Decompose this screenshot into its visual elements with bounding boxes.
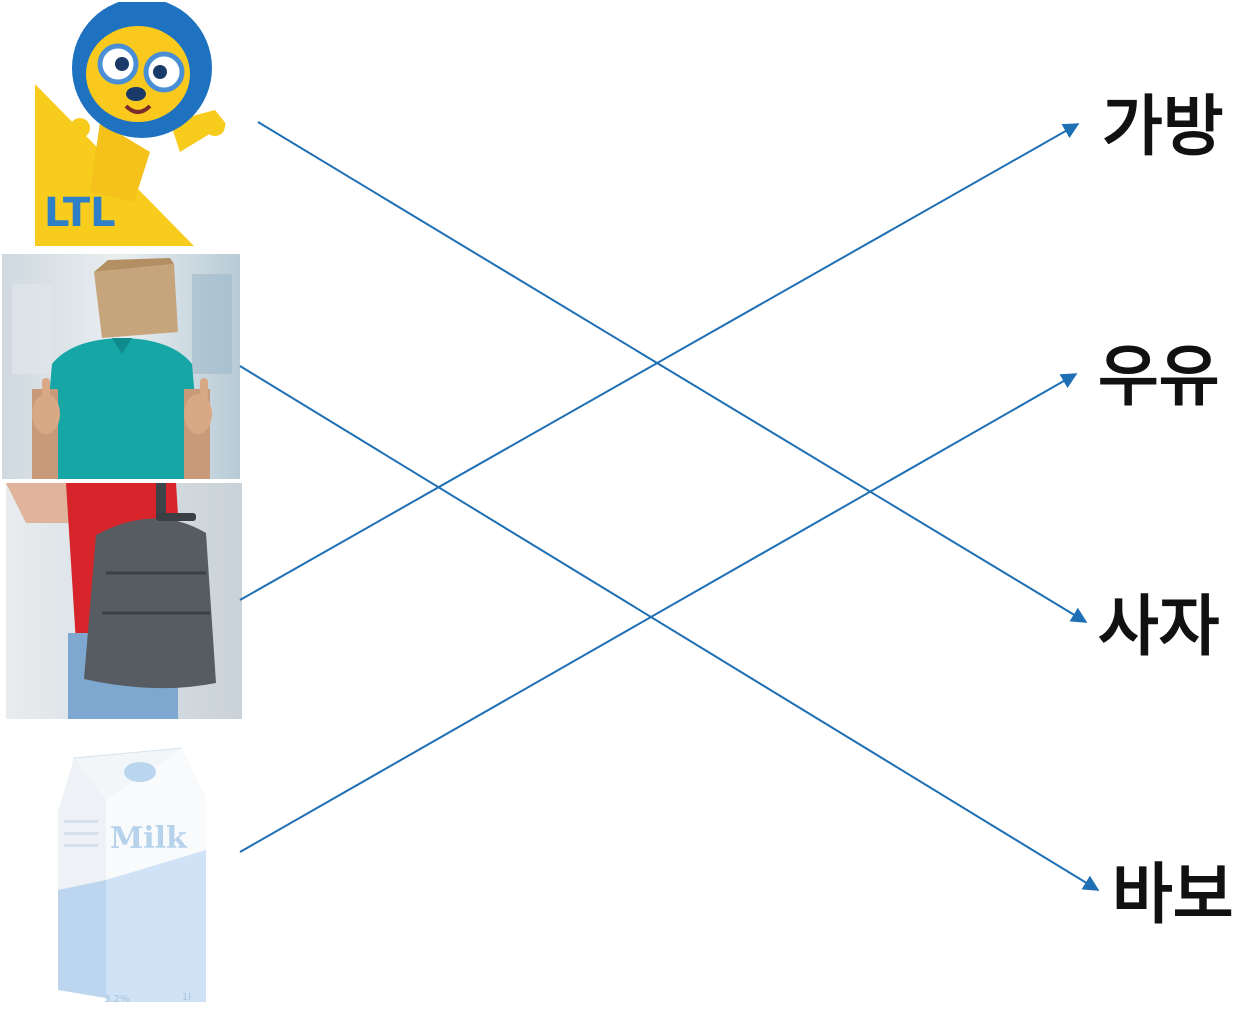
arrow-bagman-to-babo	[240, 366, 1098, 890]
word-uyu: 우유	[1098, 344, 1219, 410]
word-gabang: 가방	[1102, 94, 1223, 160]
word-saja: 사자	[1098, 594, 1219, 660]
arrow-backpack-to-gabang	[240, 124, 1078, 600]
arrow-milk-to-uyu	[240, 374, 1076, 852]
word-babo: 바보	[1112, 862, 1233, 928]
arrow-lion-to-saja	[258, 122, 1086, 622]
